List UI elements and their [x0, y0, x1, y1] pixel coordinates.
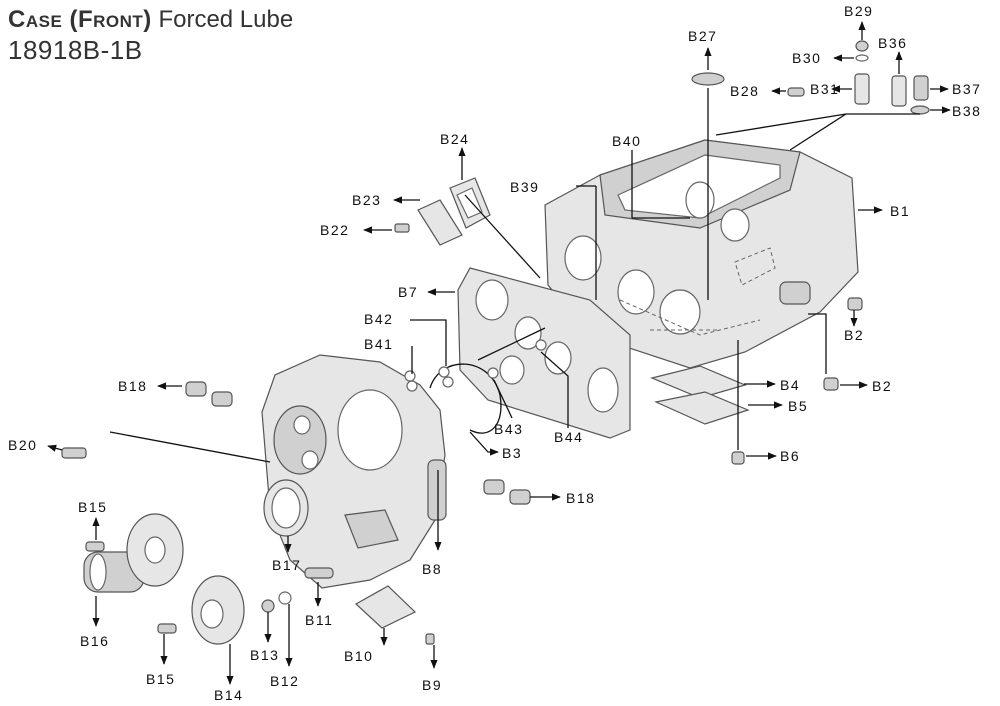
callout-b1: B1 [890, 203, 910, 219]
washer-b12 [278, 591, 292, 605]
bolt-b20 [61, 447, 87, 459]
fitting-b2b [823, 377, 839, 391]
callout-b18: B18 [566, 490, 595, 506]
callout-b28: B28 [730, 83, 759, 99]
main-case [544, 139, 859, 369]
callout-b15: B15 [78, 499, 107, 515]
spring-b11 [304, 567, 334, 579]
callout-b39: B39 [510, 179, 539, 195]
callout-b3: B3 [502, 445, 522, 461]
callout-b36: B36 [878, 35, 907, 51]
callout-b44: B44 [554, 429, 583, 445]
plug-b27 [691, 72, 725, 86]
screw-b9 [425, 633, 435, 645]
title-light: Forced Lube [158, 6, 294, 33]
callout-b27: B27 [688, 28, 717, 44]
bolt-b37 [913, 75, 929, 101]
plate-b4 [650, 365, 747, 399]
callout-b6: B6 [780, 448, 800, 464]
callout-b8: B8 [422, 561, 442, 577]
front-cover [261, 354, 447, 589]
fitting-b2a [847, 297, 863, 311]
callout-b29: B29 [844, 3, 873, 19]
callout-b17: B17 [272, 557, 301, 573]
title-block: Case (Front) Forced Lube 18918B-1B [8, 6, 293, 66]
callout-b11: B11 [305, 612, 333, 628]
nut-b29 [855, 40, 869, 52]
callout-b2: B2 [872, 378, 892, 394]
callout-b42: B42 [364, 311, 393, 327]
callout-b30: B30 [792, 50, 821, 66]
callout-b41: B41 [364, 336, 393, 352]
bushing-b18a [185, 381, 207, 397]
callout-b16: B16 [80, 633, 109, 649]
washer-b38 [910, 105, 930, 115]
flange-b14 [191, 575, 245, 645]
callout-b4: B4 [780, 377, 800, 393]
callout-b2: B2 [844, 327, 864, 343]
bolt-b15a [85, 541, 105, 552]
bolt-b15b [157, 623, 177, 634]
callout-labels: B1 B2 B2 B3 B4 B5 B6 B7 B8 B9 B10 B11 B1… [8, 3, 981, 703]
callout-b5: B5 [788, 398, 808, 414]
callout-b43: B43 [494, 421, 523, 437]
callout-b31: B31 [810, 81, 839, 97]
leader-lines [47, 21, 951, 685]
pin-b28 [787, 87, 805, 97]
callout-b14: B14 [214, 687, 243, 703]
callout-b20: B20 [8, 437, 37, 453]
plate-b5 [654, 391, 750, 425]
callout-b13: B13 [250, 647, 279, 663]
stud-b31 [854, 73, 870, 105]
cover-b10 [354, 585, 417, 629]
plug-b6 [731, 451, 745, 465]
callout-b38: B38 [952, 103, 981, 119]
callout-b24: B24 [440, 131, 469, 147]
callout-b9: B9 [422, 677, 442, 693]
callout-b7: B7 [398, 284, 418, 300]
title-bold: Case (Front) [8, 6, 152, 33]
callout-b10: B10 [344, 648, 373, 664]
pin-b44 [477, 327, 546, 361]
diagram-title: Case (Front) Forced Lube [8, 6, 293, 34]
gasket-b23 [394, 177, 491, 246]
callout-b12: B12 [270, 673, 299, 689]
callout-b37: B37 [952, 81, 981, 97]
callout-b18: B18 [118, 378, 147, 394]
callout-b23: B23 [352, 192, 381, 208]
flange-b16 [83, 513, 184, 593]
callout-b22: B22 [320, 222, 349, 238]
washer-b30 [855, 54, 869, 62]
spring-b36 [891, 75, 907, 107]
bushing-b18b [483, 479, 505, 495]
callout-b15: B15 [146, 671, 175, 687]
nut-b13 [261, 599, 275, 613]
part-number: 18918B-1B [8, 35, 143, 65]
callout-b40: B40 [612, 133, 641, 149]
